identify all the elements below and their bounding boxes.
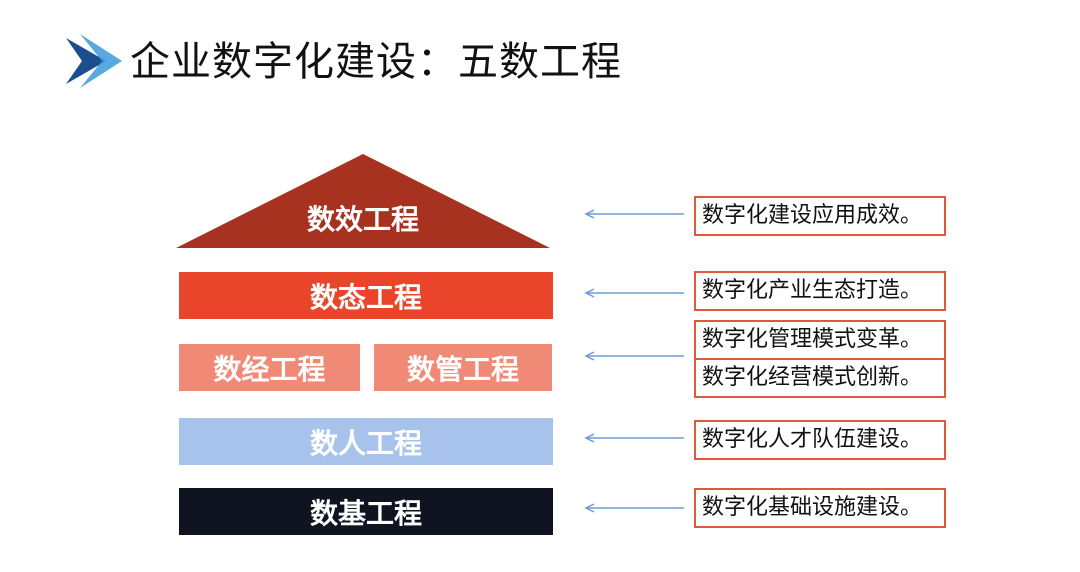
- arrow-left-icon: [584, 351, 684, 361]
- layer-shutai: 数态工程: [179, 272, 553, 319]
- note-shuxiao: 数字化建设应用成效。: [694, 196, 946, 236]
- note-shuguan: 数字化管理模式变革。: [694, 320, 946, 360]
- layer-label-shuji: 数基工程: [309, 496, 422, 530]
- chevron-logo-icon: [66, 34, 122, 88]
- layer-label-shutai: 数态工程: [309, 280, 422, 314]
- arrow-left-icon: [584, 433, 684, 443]
- layer-label-shujing: 数经工程: [213, 352, 326, 386]
- note-shuren: 数字化人才队伍建设。: [694, 420, 946, 460]
- arrow-left-icon: [584, 288, 684, 298]
- roof-triangle: [176, 154, 550, 248]
- layer-label-shuxiao: 数效工程: [306, 203, 419, 236]
- note-shuji: 数字化基础设施建设。: [694, 488, 946, 528]
- note-shujing: 数字化经营模式创新。: [694, 358, 946, 398]
- note-shutai: 数字化产业生态打造。: [694, 271, 946, 311]
- page-title: 企业数字化建设：五数工程: [130, 39, 622, 85]
- layer-shuji: 数基工程: [179, 488, 553, 535]
- layer-label-shuguan: 数管工程: [406, 352, 519, 386]
- layer-shuguan: 数管工程: [374, 344, 552, 391]
- arrow-left-icon: [584, 209, 684, 219]
- layer-shujing: 数经工程: [179, 344, 360, 391]
- layer-shuren: 数人工程: [179, 418, 553, 465]
- layer-label-shuren: 数人工程: [309, 426, 422, 460]
- arrow-left-icon: [584, 503, 684, 513]
